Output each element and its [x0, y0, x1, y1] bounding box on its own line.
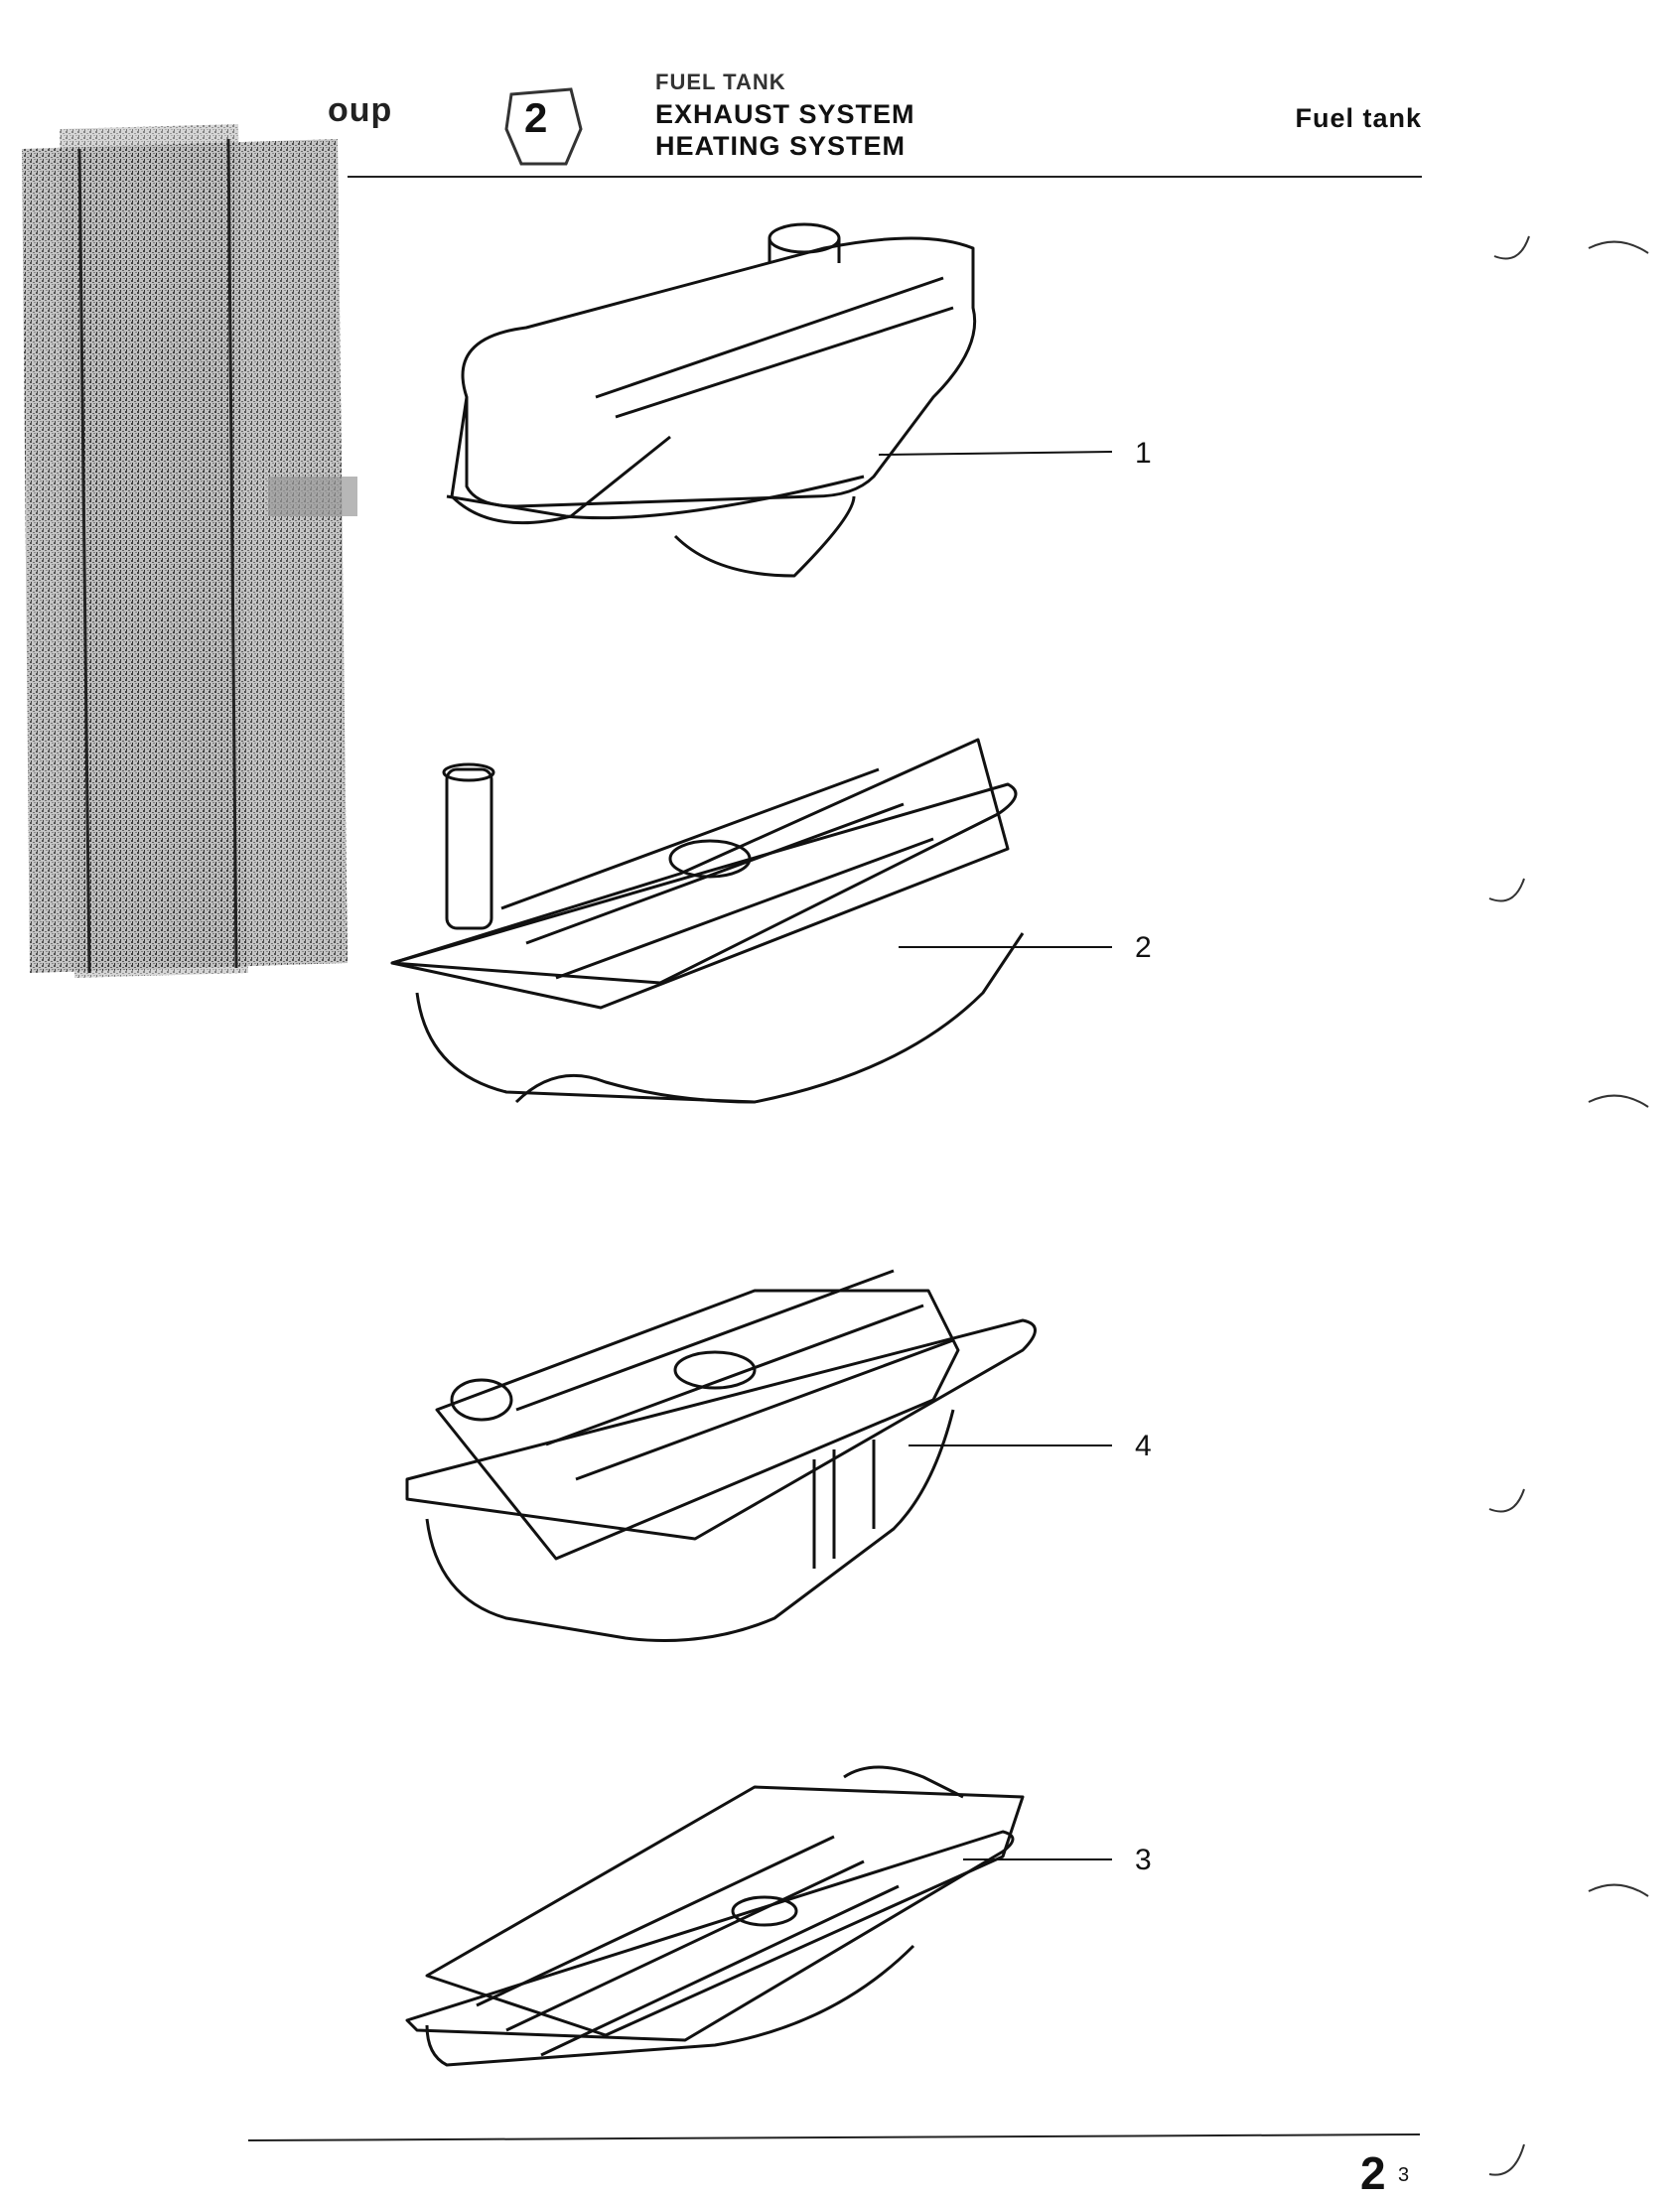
torn-tape-strip: [22, 124, 357, 978]
page-number: 2: [1360, 2147, 1386, 2199]
leader-lines: [878, 451, 1113, 1860]
fuel-tank-1-illustration: [446, 222, 977, 578]
callout-2: 2: [1135, 931, 1152, 964]
group-label: oup: [328, 91, 393, 129]
fuel-tank-subtitle: FUEL TANK: [655, 69, 786, 94]
fuel-tank-2-illustration: [390, 738, 1025, 1104]
page-subnumber: 3: [1398, 2164, 1410, 2186]
footer-rule: [247, 2133, 1421, 2141]
page-title: Fuel tank: [1295, 103, 1422, 133]
fuel-tank-3-illustration: [405, 1765, 1025, 2067]
callout-3: 3: [1135, 1844, 1152, 1876]
leader-line-1: [878, 451, 1113, 456]
group-number: 2: [524, 94, 549, 141]
system-line-2: HEATING SYSTEM: [655, 131, 907, 161]
callout-1: 1: [1135, 437, 1152, 470]
fuel-tank-4-illustration: [405, 1269, 1037, 1642]
group-badge-icon: [504, 87, 583, 166]
callout-4: 4: [1135, 1430, 1152, 1462]
system-line-1: EXHAUST SYSTEM: [655, 99, 915, 129]
